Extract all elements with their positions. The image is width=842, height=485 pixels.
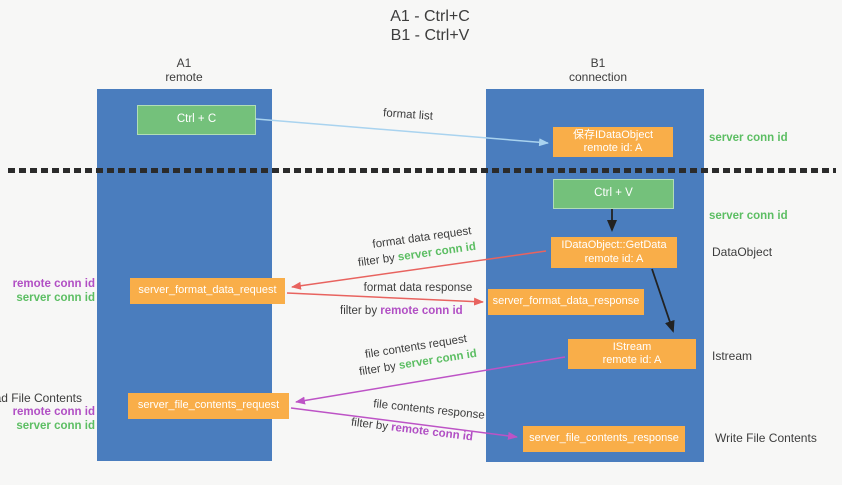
node-server-file-contents-request: server_file_contents_request <box>128 393 289 419</box>
label-filter-by-remote-2: filter by remote conn id <box>348 416 477 444</box>
label-format-list: format list <box>382 107 434 123</box>
node-server-format-data-request-label: server_format_data_request <box>138 284 277 297</box>
node-getdata: IDataObject::GetData remote id: A <box>551 237 677 268</box>
arrow-format-data-response <box>286 292 484 306</box>
side-server-conn-id-1: server conn id <box>16 292 95 304</box>
lane-a1-role: remote <box>165 70 203 84</box>
side-istream: Istream <box>712 349 753 363</box>
filter-by-text: filter by <box>357 252 396 270</box>
side-dataobject: DataObject <box>712 245 773 259</box>
node-server-format-data-response-label: server_format_data_response <box>492 295 640 308</box>
title-line-1: A1 - Ctrl+C <box>390 8 470 25</box>
node-istream: IStream remote id: A <box>568 339 696 369</box>
lane-header-b1: B1 connection <box>548 56 648 84</box>
label-format-data-response: format data response <box>363 282 473 294</box>
node-ctrl-v-label: Ctrl + V <box>594 187 633 200</box>
remote-conn-id-text: remote conn id <box>380 305 463 317</box>
node-getdata-line2: remote id: A <box>584 252 644 265</box>
label-filter-by-remote-1: filter by remote conn id <box>340 305 463 317</box>
side-remote-conn-id-2: remote conn id <box>12 406 95 418</box>
diagram-title: A1 - Ctrl+C B1 - Ctrl+V <box>330 7 530 45</box>
remote-conn-id-text: remote conn id <box>390 421 474 444</box>
node-istream-line1: IStream <box>612 340 652 353</box>
side-read-file-contents: Read File Contents <box>0 391 82 405</box>
filter-by-text: filter by <box>350 416 389 433</box>
title-line-2: B1 - Ctrl+V <box>390 27 470 44</box>
filter-by-text: filter by <box>358 360 397 379</box>
node-server-format-data-response: server_format_data_response <box>488 289 644 315</box>
node-ctrl-c-label: Ctrl + C <box>176 113 217 126</box>
lane-a1-name: A1 <box>176 56 192 70</box>
node-server-file-contents-response-label: server_file_contents_response <box>529 432 679 445</box>
side-write-file-contents: Write File Contents <box>715 431 817 445</box>
node-ctrl-c: Ctrl + C <box>137 105 256 135</box>
lane-b1-role: connection <box>568 70 628 84</box>
side-server-conn-id-mid: server conn id <box>709 210 788 222</box>
label-file-contents-response: file contents response <box>372 398 486 422</box>
dotted-divider <box>8 168 836 173</box>
lane-b1-name: B1 <box>590 56 606 70</box>
node-save-idataobject-line1: 保存IDataObject <box>572 128 654 141</box>
node-server-file-contents-response: server_file_contents_response <box>523 426 685 452</box>
lane-header-a1: A1 remote <box>134 56 234 84</box>
node-save-idataobject-line2: remote id: A <box>583 142 643 154</box>
node-istream-line2: remote id: A <box>602 354 662 366</box>
node-getdata-line1: IDataObject::GetData <box>561 239 667 251</box>
node-server-format-data-request: server_format_data_request <box>130 278 285 304</box>
node-server-file-contents-request-label: server_file_contents_request <box>137 399 280 412</box>
node-ctrl-v: Ctrl + V <box>553 179 674 209</box>
side-server-conn-id-top: server conn id <box>709 132 788 144</box>
side-remote-conn-id-1: remote conn id <box>12 278 95 290</box>
node-save-idataobject: 保存IDataObject remote id: A <box>553 127 673 157</box>
filter-by-text: filter by <box>340 305 378 317</box>
side-server-conn-id-2: server conn id <box>16 420 95 432</box>
